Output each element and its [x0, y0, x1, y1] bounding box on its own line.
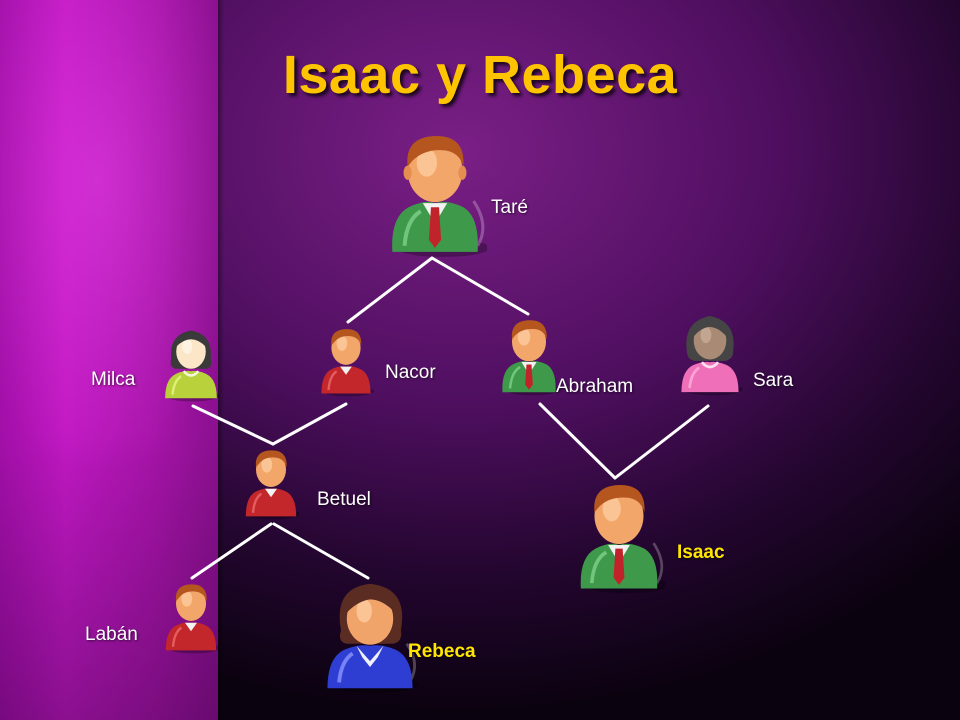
person-label-abraham: Abraham — [556, 376, 634, 397]
person-label-sara: Sara — [753, 370, 794, 391]
woman-yellow-icon — [165, 330, 220, 402]
connector-betuel-laban — [190, 522, 273, 580]
man-red-shirt-icon — [321, 329, 375, 397]
man-green-tie-icon — [502, 320, 561, 396]
person-label-milca: Milca — [91, 369, 136, 390]
person-label-rebeca: Rebeca — [408, 641, 476, 662]
man-green-tie-icon — [580, 484, 666, 594]
connector-nacor-betuel — [271, 402, 348, 446]
connector-sara-isaac — [613, 404, 710, 480]
connector-betuel-rebeca — [272, 522, 370, 580]
person-label-betuel: Betuel — [317, 489, 371, 510]
connector-milca-betuel — [191, 404, 275, 446]
woman-blue-icon — [327, 583, 419, 694]
person-label-isaac: Isaac — [677, 542, 725, 563]
band-shadow — [218, 0, 224, 720]
man-green-tie-icon — [392, 136, 487, 257]
man-red-shirt-icon — [245, 450, 300, 520]
connector-abraham-isaac — [538, 402, 617, 480]
person-label-tare: Taré — [491, 197, 528, 218]
man-red-shirt-icon — [165, 584, 220, 654]
person-label-laban: Labán — [85, 624, 138, 645]
woman-pink-icon — [681, 315, 743, 396]
connector-tare-abraham — [430, 256, 530, 316]
slide-title: Isaac y Rebeca — [282, 45, 678, 105]
person-label-nacor: Nacor — [385, 362, 436, 383]
connector-tare-nacor — [346, 256, 434, 324]
